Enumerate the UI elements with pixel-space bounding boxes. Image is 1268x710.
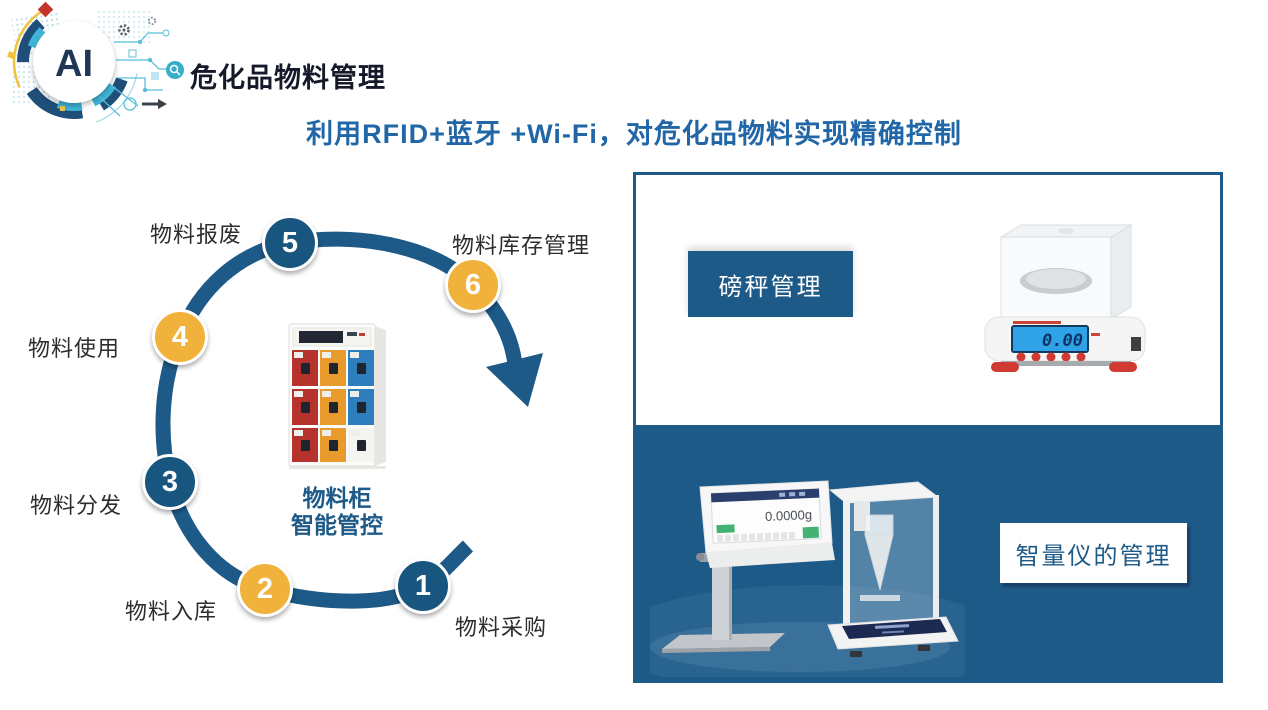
cycle-node-2: 2 bbox=[237, 561, 293, 617]
cycle-label-6: 物料库存管理 bbox=[452, 233, 591, 258]
arrowhead-icon bbox=[486, 353, 543, 407]
ai-logo: AI bbox=[7, 0, 184, 122]
page-subtitle: 利用RFID+蓝牙 +Wi-Fi，对危化品物料实现精确控制 bbox=[306, 119, 962, 149]
cycle-label-3: 物料分发 bbox=[30, 493, 123, 518]
cycle-label-4: 物料使用 bbox=[28, 336, 121, 361]
cabinet-caption: 物料柜 智能管控 bbox=[252, 485, 422, 539]
cabinet-caption-line2: 智能管控 bbox=[291, 512, 383, 538]
doser-image: 0.0000g bbox=[650, 480, 965, 677]
cycle-node-1: 1 bbox=[395, 558, 451, 614]
doser-display: 0.0000g bbox=[765, 507, 813, 524]
gear-icon bbox=[118, 16, 157, 36]
doser-management-button[interactable]: 智量仪的管理 bbox=[1000, 523, 1187, 583]
cabinet-caption-line1: 物料柜 bbox=[302, 485, 372, 511]
cycle-node-5: 5 bbox=[262, 215, 318, 271]
page-title: 危化品物料管理 bbox=[190, 63, 386, 93]
cycle-label-2: 物料入库 bbox=[125, 599, 218, 624]
cycle-diagram: 物料柜 智能管控 1 2 3 4 5 6 物料采购 物料入库 物料分发 物料使用… bbox=[0, 160, 630, 680]
cycle-node-6: 6 bbox=[445, 257, 501, 313]
arrow-right-icon bbox=[123, 97, 167, 111]
ai-logo-circle: AI bbox=[33, 21, 115, 103]
doser-panel: 0.0000g bbox=[633, 428, 1223, 683]
badge-icon bbox=[166, 61, 184, 79]
scale-management-button[interactable]: 磅秤管理 bbox=[688, 251, 853, 317]
cycle-node-3: 3 bbox=[142, 454, 198, 510]
locker-doors bbox=[292, 350, 374, 462]
scale-image: 0.00 bbox=[984, 224, 1146, 372]
scale-buttons bbox=[1016, 352, 1086, 362]
scale-panel: 磅秤管理 0.00 bbox=[633, 172, 1223, 428]
cycle-node-4: 4 bbox=[152, 309, 208, 365]
cycle-label-1: 物料采购 bbox=[455, 615, 548, 640]
ai-logo-text: AI bbox=[55, 43, 93, 85]
doser-terminal-screen: 0.0000g bbox=[710, 488, 822, 544]
cabinet-image bbox=[288, 323, 386, 469]
cycle-label-5: 物料报废 bbox=[150, 222, 243, 247]
cycle-arrow bbox=[155, 231, 543, 609]
scale-display: 0.00 bbox=[1042, 331, 1083, 351]
